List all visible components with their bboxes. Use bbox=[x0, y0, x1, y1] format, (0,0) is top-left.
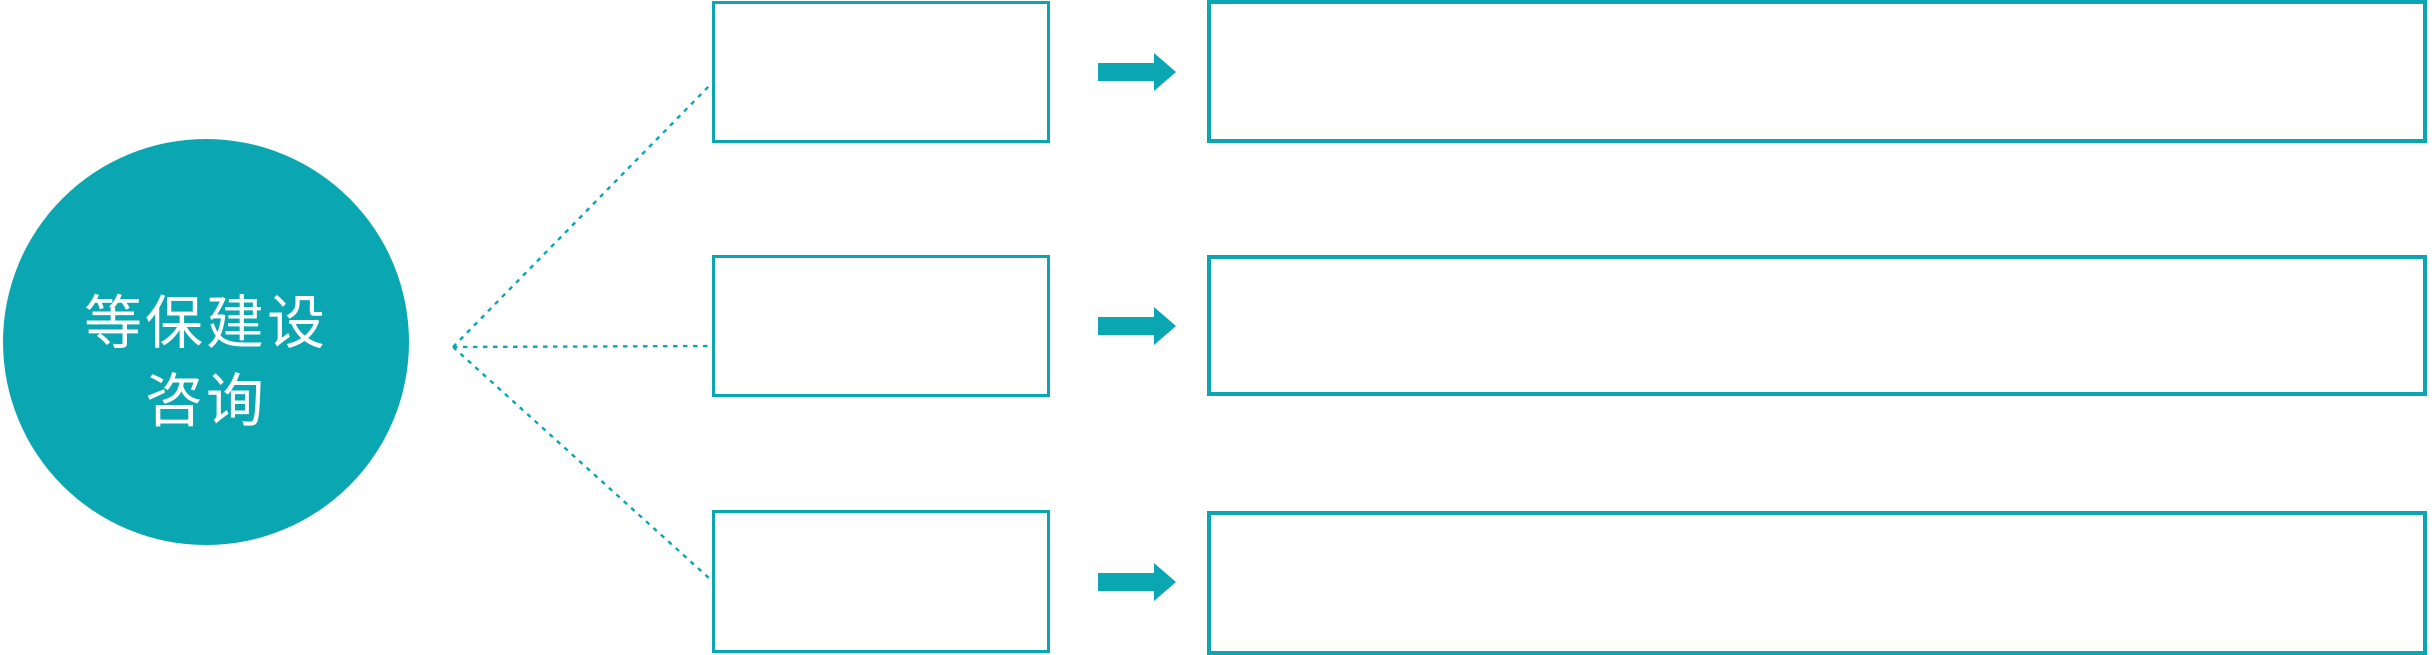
large-box-row2 bbox=[1207, 255, 2427, 396]
small-box-row2-text bbox=[715, 258, 1047, 394]
hub-label-line1: 等保建设 bbox=[83, 289, 328, 357]
dotted-line-top bbox=[452, 84, 711, 348]
small-box-row1 bbox=[712, 1, 1050, 143]
large-box-row3-text bbox=[1211, 515, 2423, 651]
large-box-row1-text bbox=[1211, 4, 2423, 139]
dotted-line-middle bbox=[452, 344, 712, 349]
large-box-row1 bbox=[1207, 0, 2427, 143]
right-arrow-icon bbox=[1098, 307, 1176, 345]
right-arrow-icon bbox=[1098, 563, 1176, 601]
small-box-row3-text bbox=[715, 513, 1047, 650]
small-box-row2 bbox=[712, 255, 1050, 397]
right-arrow-icon bbox=[1098, 53, 1176, 91]
hub-circle: 等保建设 咨询 bbox=[3, 139, 409, 545]
large-box-row2-text bbox=[1211, 259, 2423, 392]
small-box-row1-text bbox=[715, 4, 1047, 140]
dotted-line-bottom bbox=[452, 346, 711, 580]
small-box-row3 bbox=[712, 510, 1050, 653]
large-box-row3 bbox=[1207, 511, 2427, 655]
hub-label-line2: 咨询 bbox=[144, 367, 267, 435]
